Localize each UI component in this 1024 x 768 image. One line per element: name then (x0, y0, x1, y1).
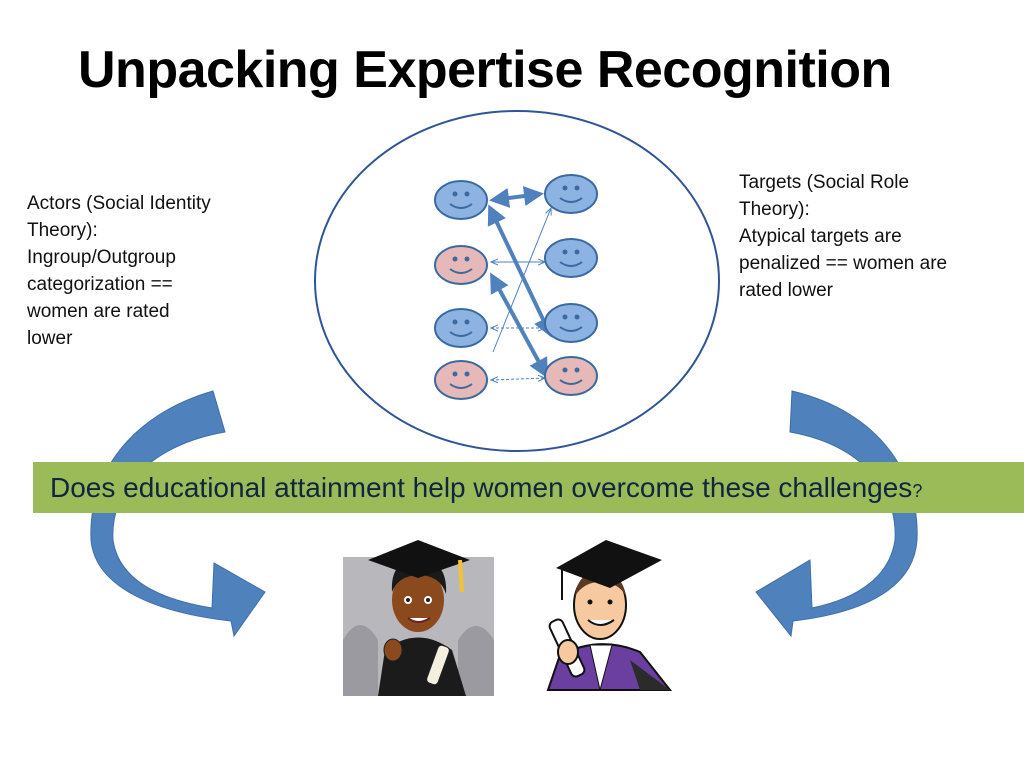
thick-arrow-1 (489, 186, 544, 208)
question-mark: ? (912, 481, 923, 501)
female-graduate-illustration (343, 540, 494, 696)
actors-line-1: Actors (Social Identity (27, 193, 211, 214)
smiley-face-icon (544, 174, 598, 214)
actors-line-5: women are rated (27, 301, 170, 322)
question-main-text: Does educational attainment help women o… (50, 472, 913, 503)
actors-line-3: Ingroup/Outgroup (27, 247, 176, 268)
smiley-face-icon (434, 180, 488, 220)
interaction-circle (314, 110, 720, 452)
smiley-face-icon (434, 245, 488, 285)
actors-line-6: lower (27, 328, 73, 349)
smiley-face-icon (544, 356, 598, 396)
left-curved-arrow (90, 390, 266, 638)
smiley-face-icon (544, 238, 598, 278)
targets-description: Targets (Social Role Theory): Atypical t… (739, 169, 984, 304)
targets-line-3: Atypical targets are (739, 226, 902, 247)
question-banner: Does educational attainment help women o… (33, 462, 1024, 513)
actors-line-4: categorization == (27, 274, 173, 295)
smiley-face-icon (434, 360, 488, 400)
actors-line-2: Theory): (27, 220, 98, 241)
right-curved-arrow (755, 390, 918, 638)
smiley-face-icon (434, 308, 488, 348)
targets-line-2: Theory): (739, 199, 810, 220)
actors-description: Actors (Social Identity Theory): Ingroup… (27, 190, 242, 352)
question-text: Does educational attainment help women o… (50, 472, 922, 504)
slide-title: Unpacking Expertise Recognition (78, 41, 892, 99)
targets-line-4: penalized == women are (739, 253, 948, 274)
targets-line-1: Targets (Social Role (739, 172, 910, 193)
smiley-face-icon (544, 303, 598, 343)
targets-line-5: rated lower (739, 280, 833, 301)
thick-arrow-3 (490, 272, 548, 379)
male-graduate-illustration (546, 540, 673, 691)
